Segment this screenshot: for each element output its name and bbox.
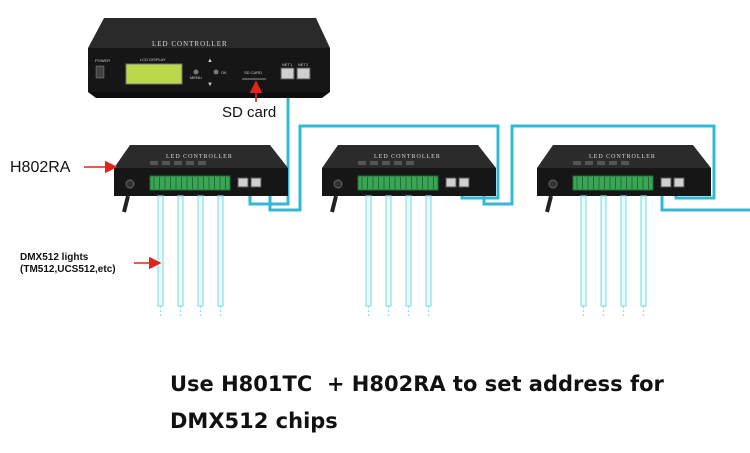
indicator-led [621,161,629,165]
h802ra-brand: LED CONTROLLER [374,154,441,160]
h802ra-label: H802RA [10,159,71,176]
h801tc-menu-label: MENU [190,75,202,80]
dmx-light-strips [157,195,647,318]
net-out-port [250,177,262,188]
menu-button [193,69,199,75]
h802ra-unit: LED CONTROLLER [537,145,711,213]
indicator-led [358,161,366,165]
h802ra-units: LED CONTROLLER LED CONTROLLER LED CONTROLL… [114,145,711,213]
indicator-led [585,161,593,165]
net1-port [280,67,295,80]
light-strip [405,195,412,307]
light-strip [177,195,184,307]
net-out-port [458,177,470,188]
light-strip [157,195,164,307]
net-out-port [673,177,685,188]
indicator-led [174,161,182,165]
power-switch [95,65,105,79]
h801tc-net2-label: NET2 [298,62,309,67]
h802ra-brand: LED CONTROLLER [166,154,233,160]
terminal-block [357,175,439,191]
h802ra-unit: LED CONTROLLER [322,145,496,213]
indicator-led [609,161,617,165]
indicator-led [394,161,402,165]
sd-card-label: SD card [222,104,276,121]
h801tc-sd-label: SD CARD [244,70,262,75]
caption-line-2: DMX512 chips [170,409,338,433]
indicator-led [162,161,170,165]
net-in-port [237,177,249,188]
light-strip [197,195,204,307]
light-strip [385,195,392,307]
light-strip [365,195,372,307]
sd-card-slot [242,78,266,80]
indicator-led [198,161,206,165]
light-strip [217,195,224,307]
down-arrow-icon: ▼ [207,82,213,88]
net-in-port [660,177,672,188]
annotations: SD card H802RA DMX512 lights (TM512,UCS5… [10,80,276,275]
h801tc-lcd-label: LCD DISPLAY [140,57,166,62]
terminal-block [149,175,231,191]
dmx-lights-label: DMX512 lights [20,252,89,263]
indicator-led [150,161,158,165]
indicator-led [186,161,194,165]
lcd-display [125,63,183,85]
cable-unit2-to-unit3 [482,124,716,206]
ok-button [213,69,219,75]
dmx-lights-sub-label: (TM512,UCS512,etc) [20,264,116,275]
indicator-led [370,161,378,165]
cable-unit1-to-unit2 [268,124,500,212]
terminal-block [572,175,654,191]
h801tc-controller: LED CONTROLLER POWER LCD DISPLAY MENU ▲ … [88,18,330,98]
indicator-led [597,161,605,165]
h801tc-brand: LED CONTROLLER [152,40,228,48]
indicator-led [406,161,414,165]
h801tc-net1-label: NET1 [282,62,293,67]
h801tc-power-label: POWER [95,58,110,63]
indicator-led [382,161,390,165]
light-strip [580,195,587,307]
caption-line-1: Use H801TC + H802RA to set address for [170,372,664,396]
net-in-port [445,177,457,188]
h802ra-brand: LED CONTROLLER [589,154,656,160]
light-strip [600,195,607,307]
light-strip [425,195,432,307]
up-arrow-icon: ▲ [207,58,213,64]
net2-port [296,67,311,80]
indicator-led [573,161,581,165]
light-strip [620,195,627,307]
h802ra-unit: LED CONTROLLER [114,145,288,213]
light-strip [640,195,647,307]
h801tc-ok-label: OK [221,70,227,75]
